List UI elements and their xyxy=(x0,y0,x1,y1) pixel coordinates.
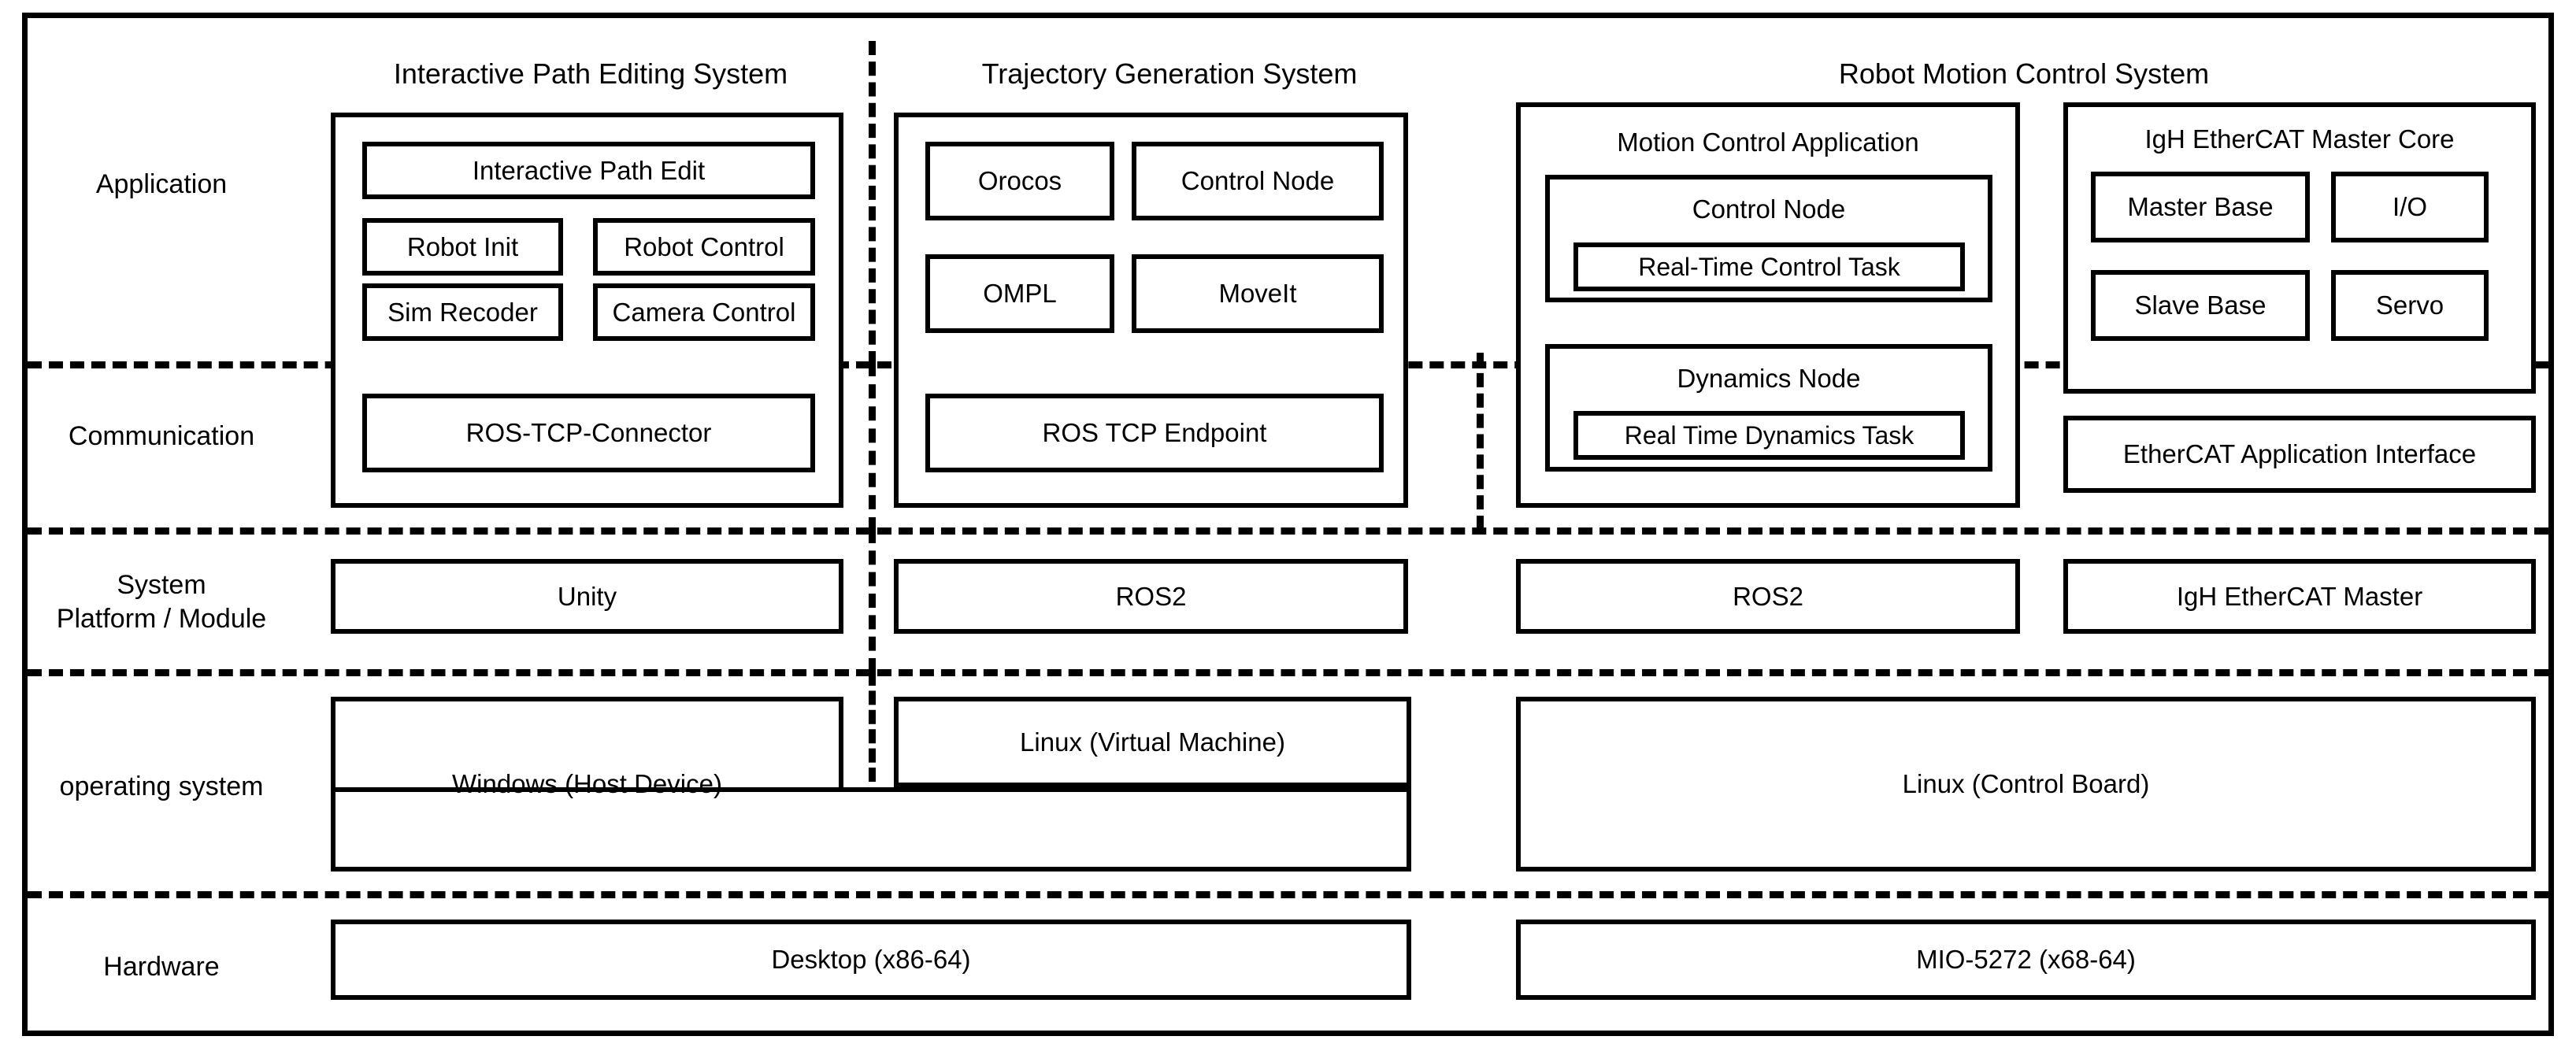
app-box-ompl[interactable]: OMPL xyxy=(925,254,1114,333)
divider-editing-trajectory-upper xyxy=(869,41,876,365)
divider-editing-trajectory-os xyxy=(869,672,876,782)
divider-communication-system-platform xyxy=(28,527,2548,535)
os-box-linux-control-board[interactable]: Linux (Control Board) xyxy=(1516,697,2536,872)
app-box-sim-recoder[interactable]: Sim Recoder xyxy=(362,283,563,341)
app-box-interactive-path-edit[interactable]: Interactive Path Edit xyxy=(362,142,815,199)
row-label-hardware: Hardware xyxy=(103,952,220,982)
row-label-operating-system: operating system xyxy=(59,772,264,801)
app-box-robot-init[interactable]: Robot Init xyxy=(362,218,563,276)
row-label-communication: Communication xyxy=(68,421,255,451)
app-box-control-node-trajectory[interactable]: Control Node xyxy=(1132,142,1384,220)
os-box-windows-seam-mask xyxy=(335,792,839,867)
app-box-io[interactable]: I/O xyxy=(2331,172,2489,242)
divider-editing-trajectory-platform xyxy=(869,529,876,672)
divider-editing-trajectory-mid xyxy=(869,362,876,531)
system-header-trajectory-generation: Trajectory Generation System xyxy=(981,57,1358,90)
group-label-motion-control-application: Motion Control Application xyxy=(1617,128,1919,157)
row-label-system-platform-line1: System xyxy=(117,570,206,600)
comm-box-ros-tcp-endpoint[interactable]: ROS TCP Endpoint xyxy=(925,394,1384,472)
platform-box-unity[interactable]: Unity xyxy=(331,559,843,634)
app-box-orocos[interactable]: Orocos xyxy=(925,142,1114,220)
group-label-dynamics-node: Dynamics Node xyxy=(1677,364,1861,393)
row-label-system-platform-line2: Platform / Module xyxy=(56,603,267,634)
app-box-slave-base[interactable]: Slave Base xyxy=(2091,270,2310,341)
divider-operating-system-hardware xyxy=(28,891,2548,898)
app-box-servo[interactable]: Servo xyxy=(2331,270,2489,341)
diagram-outer-frame xyxy=(22,13,2554,1036)
hardware-box-mio-5272[interactable]: MIO-5272 (x68-64) xyxy=(1516,920,2536,1000)
group-igh-ethercat-master-core xyxy=(2063,102,2536,394)
hardware-box-desktop[interactable]: Desktop (x86-64) xyxy=(331,920,1411,1000)
group-label-igh-ethercat-master-core: IgH EtherCAT Master Core xyxy=(2144,124,2455,154)
system-header-robot-motion-control: Robot Motion Control System xyxy=(1838,57,2210,90)
app-box-real-time-control-task[interactable]: Real-Time Control Task xyxy=(1573,242,1965,291)
platform-box-ros2-motion[interactable]: ROS2 xyxy=(1516,559,2020,634)
system-header-interactive-path-editing: Interactive Path Editing System xyxy=(393,57,788,90)
platform-box-ros2-trajectory[interactable]: ROS2 xyxy=(894,559,1408,634)
group-label-control-node: Control Node xyxy=(1692,194,1846,224)
app-box-camera-control[interactable]: Camera Control xyxy=(593,283,815,341)
app-box-moveit[interactable]: MoveIt xyxy=(1132,254,1384,333)
os-label-windows-host-device: Windows (Host Device) xyxy=(452,769,722,798)
row-label-system-platform: System Platform / Module xyxy=(20,568,303,635)
app-box-robot-control[interactable]: Robot Control xyxy=(593,218,815,276)
os-box-linux-virtual-machine[interactable]: Linux (Virtual Machine) xyxy=(894,697,1411,787)
comm-box-ros-tcp-connector[interactable]: ROS-TCP-Connector xyxy=(362,394,815,472)
comm-box-ethercat-application-interface[interactable]: EtherCAT Application Interface xyxy=(2063,416,2536,493)
platform-box-igh-ethercat-master[interactable]: IgH EtherCAT Master xyxy=(2063,559,2536,634)
os-box-windows-host-device[interactable]: Windows (Host Device) xyxy=(331,697,1411,872)
app-box-master-base[interactable]: Master Base xyxy=(2091,172,2310,242)
divider-system-platform-operating-system xyxy=(28,669,2548,676)
row-label-application: Application xyxy=(95,169,228,199)
app-box-real-time-dynamics-task[interactable]: Real Time Dynamics Task xyxy=(1573,411,1965,460)
divider-trajectory-motion xyxy=(1477,353,1484,530)
